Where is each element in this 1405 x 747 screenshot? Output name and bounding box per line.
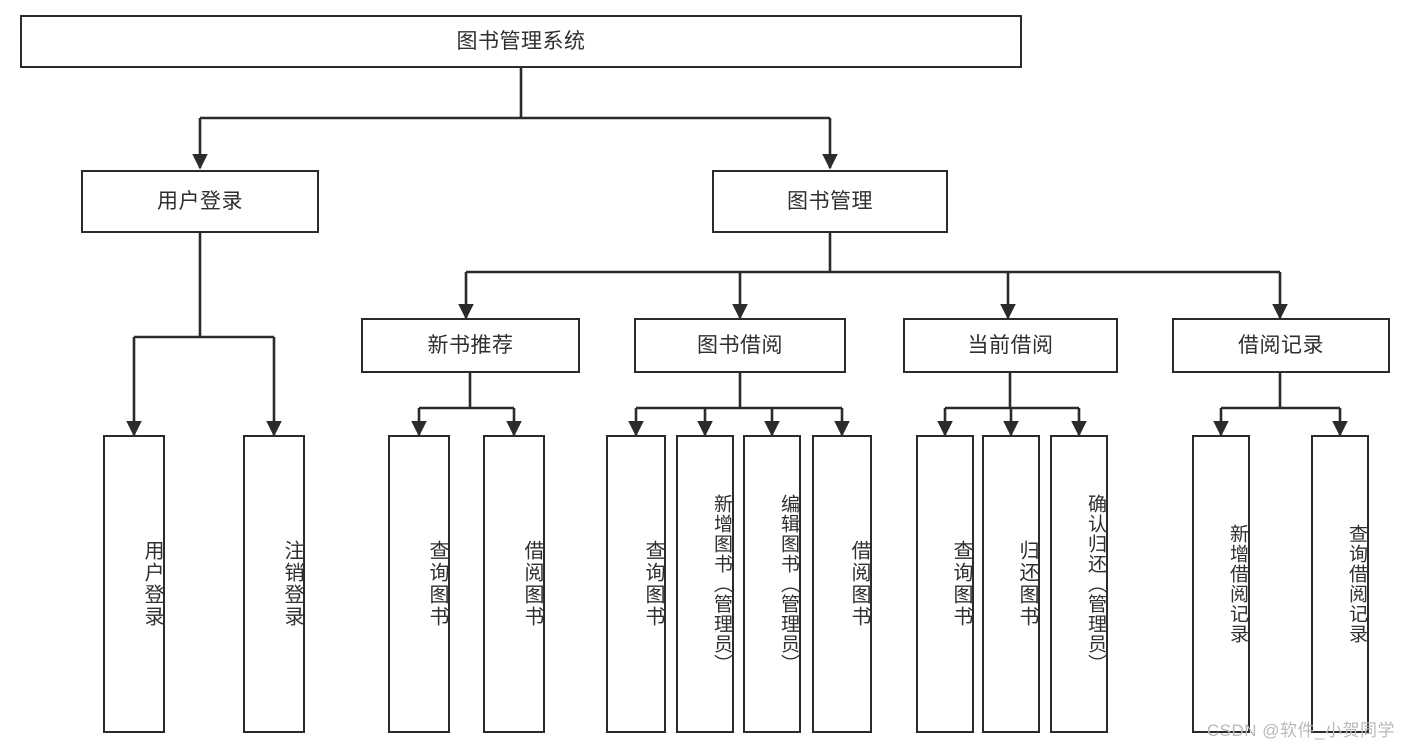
- leaf-user-login-logout[interactable]: 注销登录: [243, 435, 305, 733]
- leaf-current-return-book[interactable]: 归还图书: [982, 435, 1040, 733]
- leaf-user-login-login[interactable]: 用户登录: [103, 435, 165, 733]
- leaf-record-add-borrow-record[interactable]: 新增借阅记录: [1192, 435, 1250, 733]
- leaf-borrow-add-book-admin[interactable]: 新增图书（管理员）: [676, 435, 734, 733]
- node-book-management[interactable]: 图书管理: [712, 170, 948, 233]
- leaf-record-query-borrow-record[interactable]: 查询借阅记录: [1311, 435, 1369, 733]
- csdn-watermark: CSDN @软件_小贺同学: [1206, 721, 1395, 740]
- leaf-recommend-query-book[interactable]: 查询图书: [388, 435, 450, 733]
- leaf-borrow-edit-book-admin[interactable]: 编辑图书（管理员）: [743, 435, 801, 733]
- node-current-borrow[interactable]: 当前借阅: [903, 318, 1118, 373]
- leaf-current-query-book[interactable]: 查询图书: [916, 435, 974, 733]
- node-root-system[interactable]: 图书管理系统: [20, 15, 1022, 68]
- node-book-borrow[interactable]: 图书借阅: [634, 318, 846, 373]
- leaf-recommend-borrow-book[interactable]: 借阅图书: [483, 435, 545, 733]
- node-borrow-record[interactable]: 借阅记录: [1172, 318, 1390, 373]
- leaf-borrow-borrow-book[interactable]: 借阅图书: [812, 435, 872, 733]
- leaf-borrow-query-book[interactable]: 查询图书: [606, 435, 666, 733]
- node-new-book-recommend[interactable]: 新书推荐: [361, 318, 580, 373]
- node-user-login[interactable]: 用户登录: [81, 170, 319, 233]
- leaf-current-confirm-return-admin[interactable]: 确认归还（管理员）: [1050, 435, 1108, 733]
